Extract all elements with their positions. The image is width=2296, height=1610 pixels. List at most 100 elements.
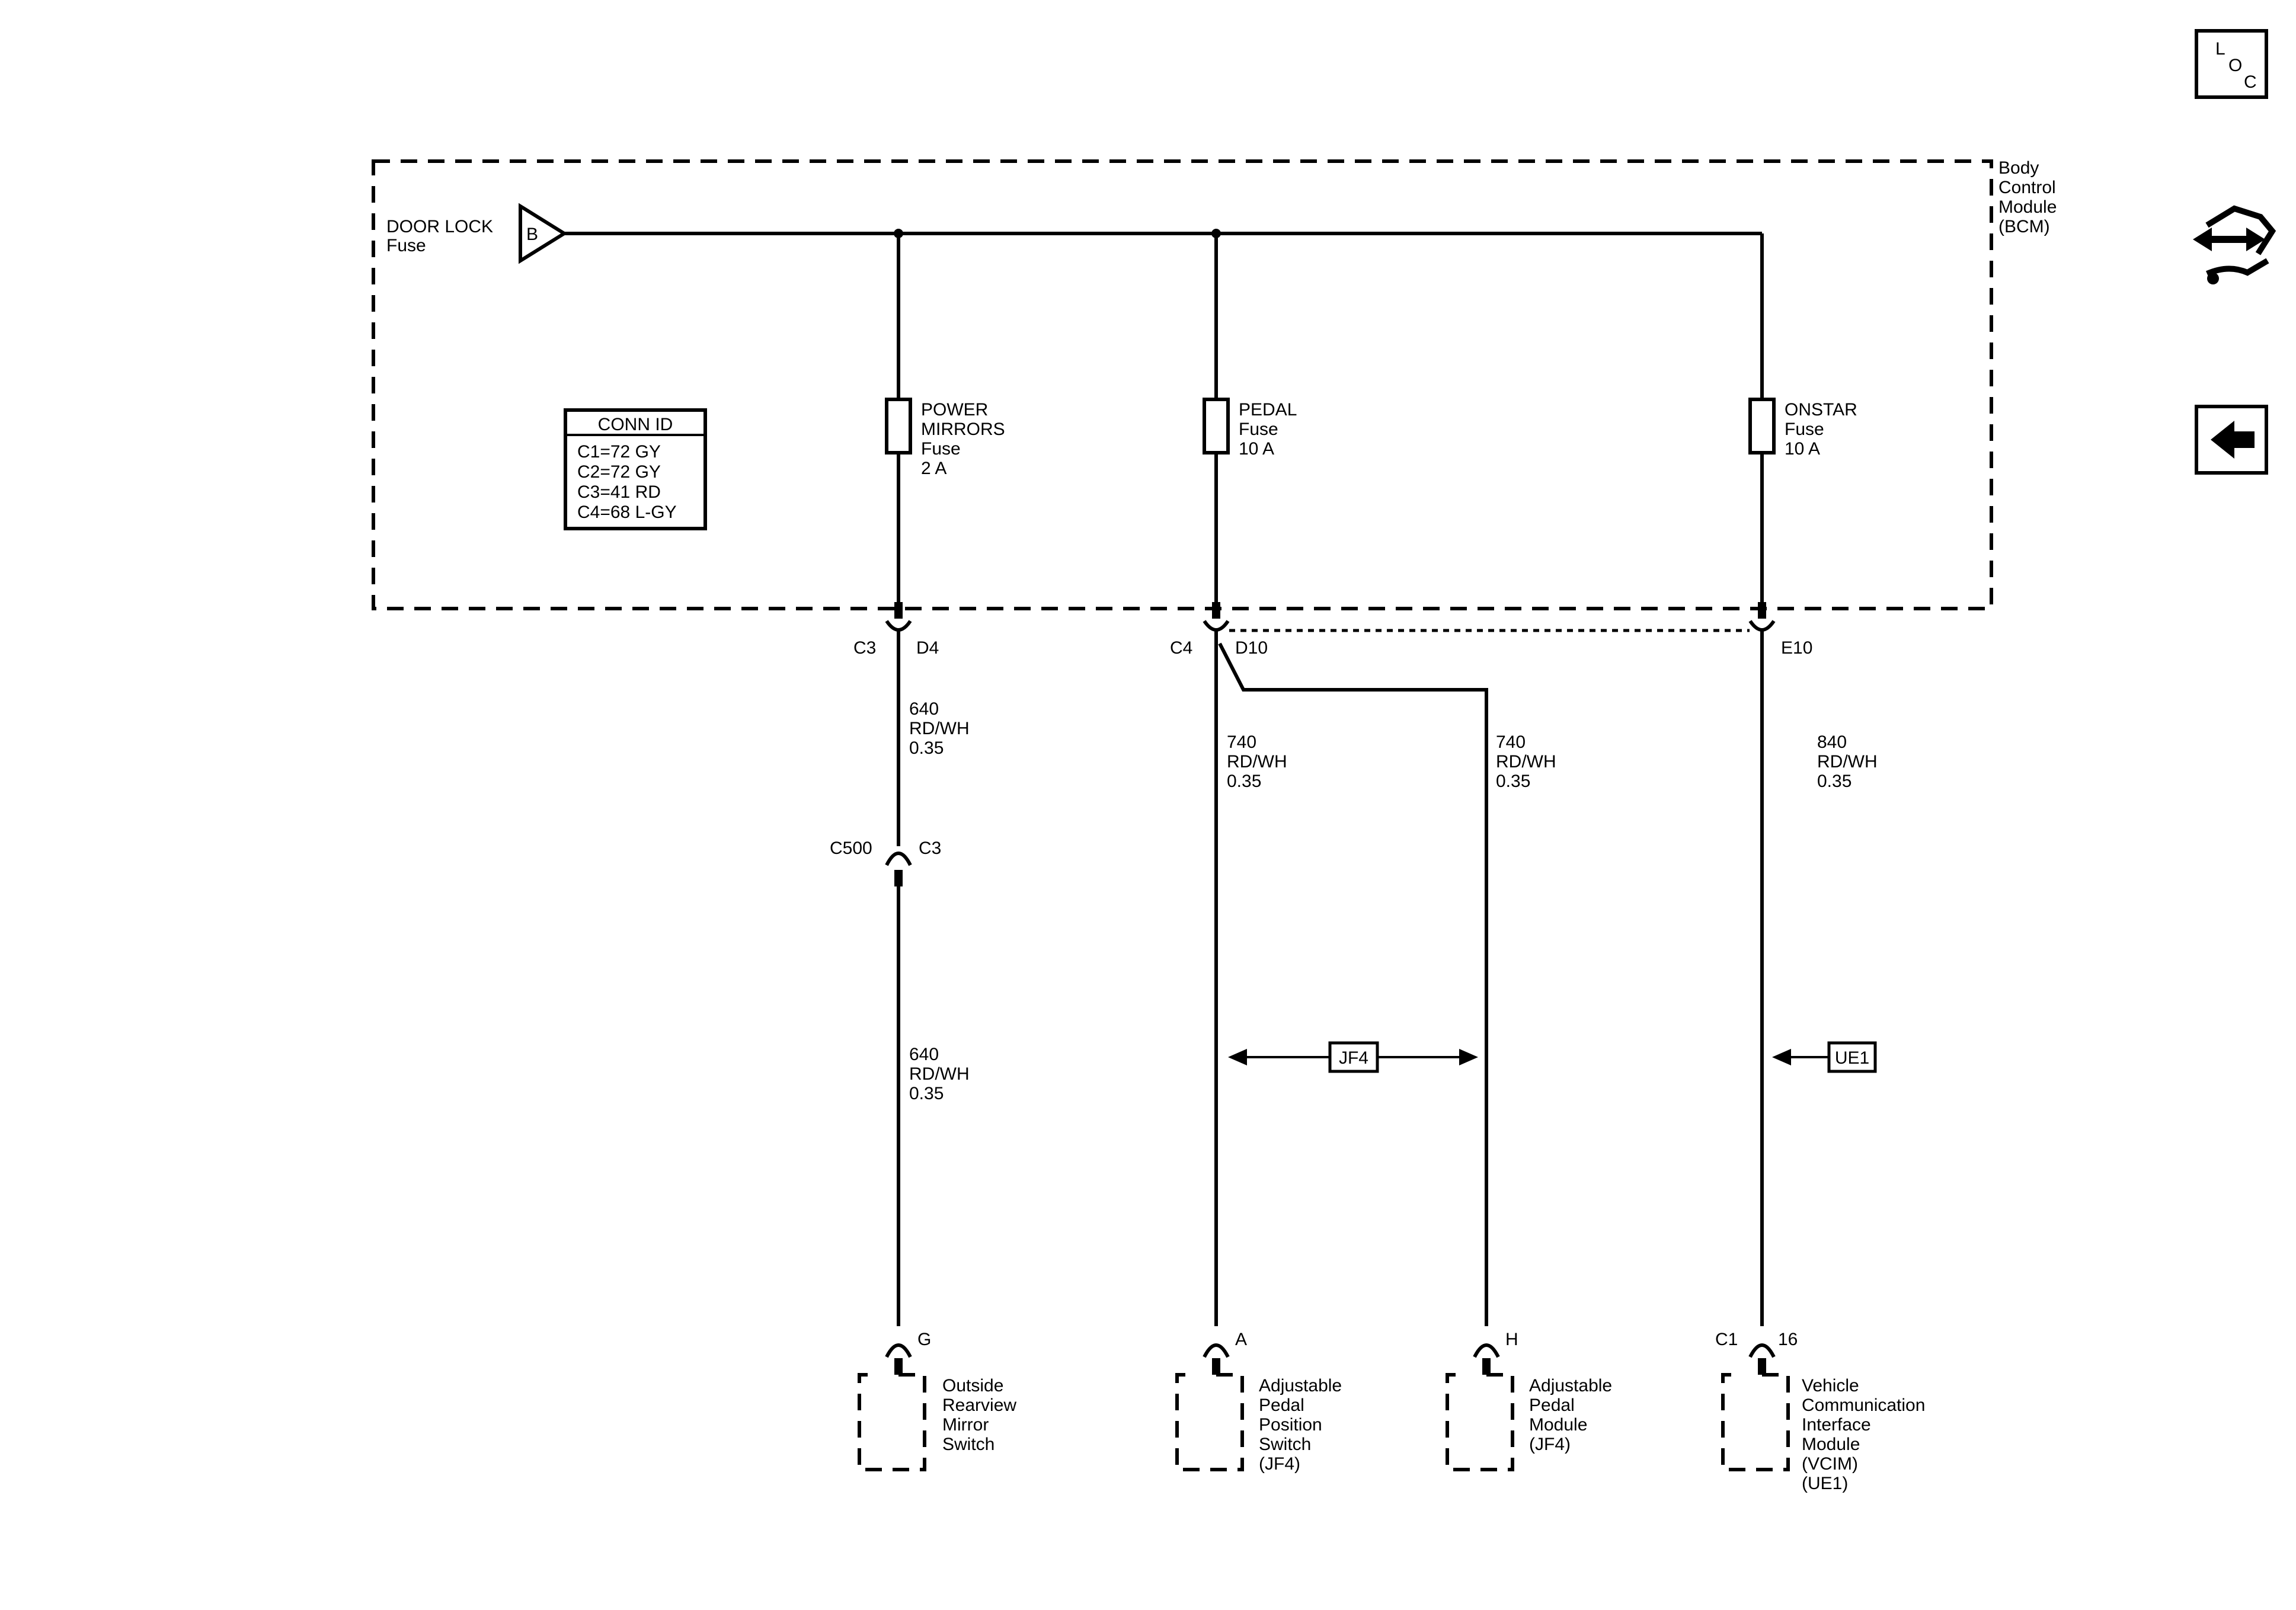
source-terminal-label: B: [526, 225, 538, 244]
mirror-switch-box: [858, 1373, 926, 1471]
mirror-switch-label-4: Switch: [942, 1435, 994, 1454]
pedal-module-box: [1446, 1373, 1514, 1471]
mirror-switch-connector-arc: [885, 1343, 912, 1358]
conn-id-row-3: C3=41 RD: [577, 482, 661, 502]
pedal-switch-connector-arc: [1203, 1343, 1230, 1358]
back-button[interactable]: [2195, 405, 2268, 475]
pedal-switch-label-1: Adjustable: [1259, 1376, 1342, 1395]
c500-pin: [894, 870, 903, 886]
pin-c4: C4: [1170, 638, 1192, 658]
power-mirrors-label-4: 2 A: [921, 459, 946, 478]
pin-d4: D4: [916, 638, 939, 658]
c3-d4-connector-arc: [885, 620, 912, 632]
vcim-box: [1721, 1373, 1790, 1471]
onstar-fuse-label-2: Fuse: [1785, 420, 1824, 439]
pedal-switch-label-4: Switch: [1259, 1435, 1311, 1454]
conn-id-row-1: C1=72 GY: [577, 442, 661, 462]
c4-d10-pin: [1212, 602, 1220, 619]
pedal-module-label-1: Adjustable: [1529, 1376, 1612, 1395]
pedal-fuse: [1203, 398, 1230, 454]
conn-id-title: CONN ID: [598, 415, 673, 434]
mirror-switch-pin: [894, 1358, 903, 1375]
wire-740-left-color: RD/WH: [1227, 752, 1287, 772]
bcm-label-line-3: Module: [1998, 197, 2057, 217]
pedal-module-label-2: Pedal: [1529, 1395, 1575, 1415]
component-view-button[interactable]: [2193, 205, 2276, 284]
pedal-switch-box: [1175, 1373, 1244, 1471]
wire-840-circuit: 840: [1817, 732, 1847, 752]
power-mirrors-fuse: [885, 398, 912, 454]
wire-640-bottom-circuit: 640: [909, 1045, 939, 1064]
wire-740-right-circuit: 740: [1496, 732, 1526, 752]
wire-840-color: RD/WH: [1817, 752, 1878, 772]
pin-e10: E10: [1781, 638, 1812, 658]
wire-840-size: 0.35: [1817, 772, 1851, 791]
wire-740-right-size: 0.35: [1496, 772, 1530, 791]
vcim-connector-arc: [1748, 1343, 1776, 1358]
loc-letter-c: C: [2244, 72, 2257, 92]
onstar-fuse: [1748, 398, 1776, 454]
source-label-line-2: Fuse: [386, 236, 426, 255]
wire-740-left-size: 0.35: [1227, 772, 1261, 791]
source-label-line-1: DOOR LOCK: [386, 217, 493, 236]
vcim-label-1: Vehicle: [1802, 1376, 1859, 1395]
jf4-left-arrowhead: [1228, 1049, 1247, 1065]
jf4-option-label: JF4: [1339, 1048, 1368, 1068]
bcm-boundary: [372, 159, 1993, 610]
pedal-switch-label-3: Position: [1259, 1415, 1322, 1435]
e10-pin: [1758, 602, 1766, 619]
pedal-switch-label-5: (JF4): [1259, 1454, 1300, 1474]
wire-640-top-color: RD/WH: [909, 719, 970, 738]
bcm-label-line-1: Body: [1998, 158, 2039, 178]
pin-h: H: [1505, 1330, 1518, 1349]
power-mirrors-label-2: MIRRORS: [921, 420, 1005, 439]
onstar-fuse-label-1: ONSTAR: [1785, 400, 1857, 420]
e10-connector-arc: [1748, 620, 1776, 632]
loc-button[interactable]: L O C: [2195, 29, 2268, 99]
power-mirrors-label-1: POWER: [921, 400, 988, 420]
bcm-label-line-4: (BCM): [1998, 217, 2050, 236]
power-mirrors-label-3: Fuse: [921, 439, 961, 459]
connector-c500-c3: C3: [919, 838, 941, 858]
pin-16: 16: [1778, 1330, 1798, 1349]
pin-c3: C3: [853, 638, 876, 658]
pin-a: A: [1235, 1330, 1247, 1349]
pedal-switch-label-2: Pedal: [1259, 1395, 1304, 1415]
mirror-switch-label-3: Mirror: [942, 1415, 989, 1435]
pedal-fuse-label-1: PEDAL: [1239, 400, 1297, 420]
mirror-switch-label-1: Outside: [942, 1376, 1003, 1395]
vcim-label-3: Interface: [1802, 1415, 1871, 1435]
conn-id-row-2: C2=72 GY: [577, 462, 661, 482]
wire-640-top-circuit: 640: [909, 699, 939, 719]
vcim-label-4: Module: [1802, 1435, 1860, 1454]
mirror-switch-label-2: Rearview: [942, 1395, 1016, 1415]
pedal-fuse-label-3: 10 A: [1239, 439, 1274, 459]
ue1-arrowhead: [1772, 1049, 1791, 1065]
pedal-switch-pin: [1212, 1358, 1220, 1375]
ue1-option-label: UE1: [1835, 1048, 1869, 1068]
wire-640-bottom-color: RD/WH: [909, 1064, 970, 1084]
pedal-module-label-3: Module: [1529, 1415, 1587, 1435]
wire-740-right: [1218, 642, 1488, 1326]
loc-letter-l: L: [2215, 39, 2225, 59]
c500-connector-arc: [885, 852, 912, 866]
source-terminal-triangle: [519, 203, 568, 264]
wire-740-left-circuit: 740: [1227, 732, 1256, 752]
wire-640-top-size: 0.35: [909, 738, 944, 758]
vcim-pin: [1758, 1358, 1766, 1375]
vcim-label-2: Communication: [1802, 1395, 1925, 1415]
connector-c500: C500: [830, 838, 872, 858]
pin-c1: C1: [1715, 1330, 1738, 1349]
vcim-label-6: (UE1): [1802, 1474, 1848, 1493]
loc-letter-o: O: [2228, 56, 2242, 75]
wire-640-bottom-size: 0.35: [909, 1084, 944, 1103]
ue1-option-box: [1827, 1041, 1877, 1073]
conn-id-row-4: C4=68 L-GY: [577, 502, 677, 522]
loc-icon[interactable]: [2195, 29, 2268, 99]
pin-d10: D10: [1235, 638, 1268, 658]
pedal-module-pin: [1482, 1358, 1491, 1375]
component-view-icon[interactable]: [2193, 205, 2276, 284]
jf4-option-box: [1328, 1041, 1379, 1073]
vcim-label-5: (VCIM): [1802, 1454, 1858, 1474]
